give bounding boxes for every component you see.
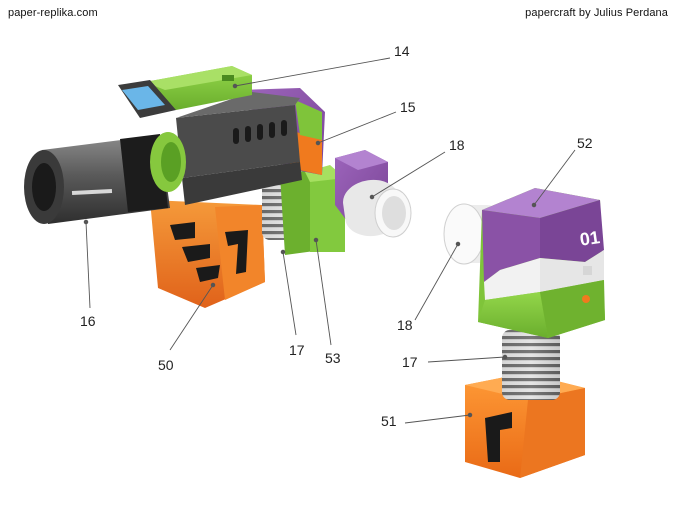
callout-18-left: 18 <box>449 137 465 153</box>
head-decal-number: 01 <box>579 227 602 250</box>
callout-51: 51 <box>381 413 397 429</box>
leader-lines <box>83 57 576 424</box>
callout-50: 50 <box>158 357 174 373</box>
callout-17-left: 17 <box>289 342 305 358</box>
callout-17-right: 17 <box>402 354 418 370</box>
callout-16: 16 <box>80 313 96 329</box>
head-model: 01 <box>443 188 605 478</box>
credit-text: papercraft by Julius Perdana <box>525 7 668 19</box>
callout-18-right: 18 <box>397 317 413 333</box>
callout-15: 15 <box>400 99 416 115</box>
vent-slots <box>233 120 287 144</box>
callout-14: 14 <box>394 43 410 59</box>
gun-model <box>24 66 412 308</box>
callout-52: 52 <box>577 135 593 151</box>
callout-labels: 14 15 18 52 16 50 17 53 18 17 51 <box>80 43 593 429</box>
gun-body <box>176 88 325 205</box>
part-52-head: 01 <box>478 188 605 338</box>
part-18-scope-left <box>335 150 412 238</box>
site-name: paper-replika.com <box>8 7 98 19</box>
part-16-barrel <box>24 132 186 224</box>
part-17-spring-right <box>502 330 560 400</box>
part-50-grip <box>150 200 265 308</box>
part-14-top-sight <box>118 66 252 118</box>
callout-53: 53 <box>325 350 341 366</box>
